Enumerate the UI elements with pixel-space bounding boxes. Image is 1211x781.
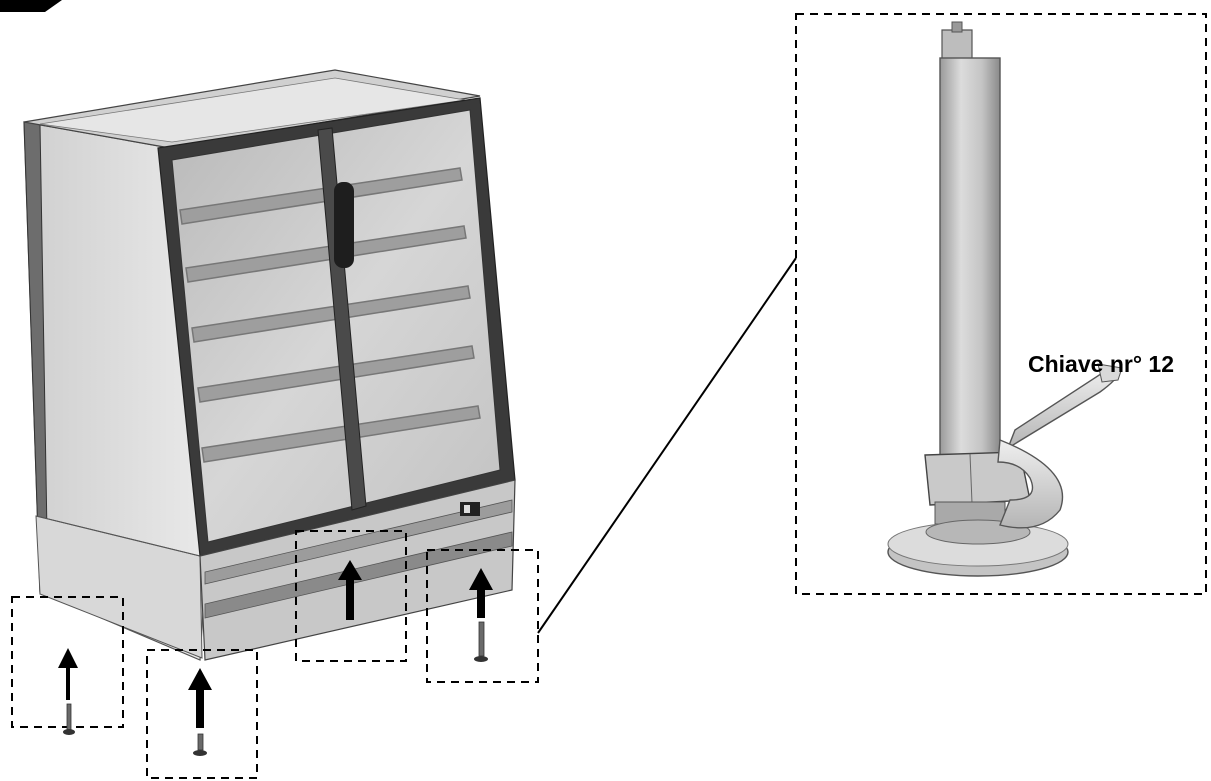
corner-arrow-fragment	[0, 0, 62, 12]
foot-box-center	[295, 530, 407, 662]
wrench-icon	[997, 363, 1123, 529]
detail-connector-line	[537, 257, 797, 634]
leveling-foot	[478, 621, 485, 657]
leveling-foot	[66, 703, 72, 731]
arrow-up-icon	[338, 560, 362, 620]
display-cabinet	[23, 69, 516, 661]
leveling-foot-detail	[887, 21, 1069, 577]
foot-box-right	[426, 549, 539, 683]
door-divider	[317, 127, 367, 511]
foot-center	[338, 560, 362, 620]
threaded-shaft	[939, 57, 1001, 459]
door-handle	[334, 182, 354, 268]
foot-left	[58, 648, 78, 735]
foot-box-front-left	[146, 649, 258, 779]
detail-box	[795, 13, 1207, 595]
arrow-up-icon	[188, 668, 212, 728]
foot-front-left	[188, 668, 212, 756]
wrench-label: Chiave nr° 12	[1028, 351, 1174, 377]
leveling-foot	[197, 733, 204, 751]
foot-right	[469, 568, 493, 662]
cabinet-shelves	[179, 167, 481, 463]
arrow-up-icon	[469, 568, 493, 618]
arrow-up-icon	[58, 648, 78, 700]
